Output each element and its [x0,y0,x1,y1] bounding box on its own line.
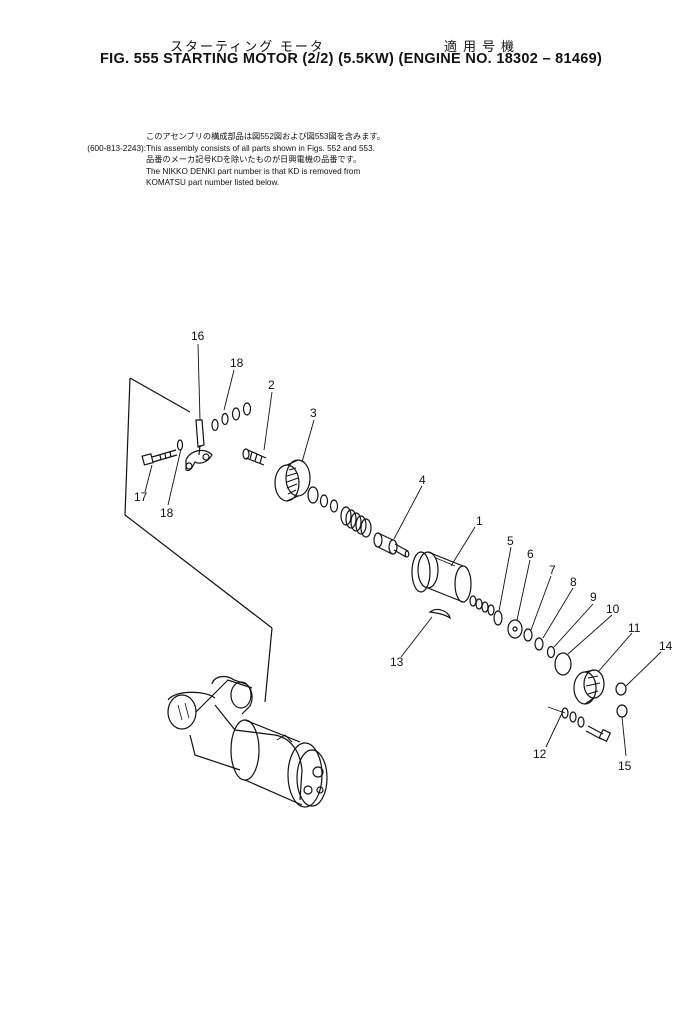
japanese-usage-label: 適用号機 [444,39,521,54]
part-6-plate [507,619,523,639]
callout-13: 13 [390,655,404,669]
spring [340,506,372,538]
note-line-en-2: The NIKKO DENKI part number is that KD i… [146,166,361,176]
callout-18-lower: 18 [160,506,174,520]
callout-14: 14 [659,639,673,653]
callout-3: 3 [310,406,317,420]
part-16-lever [185,419,213,472]
starting-motor-assembly [167,675,328,808]
callout-7: 7 [549,563,556,577]
note-line-jp-2: 品番のメーカ記号KDを除いたものが日興電機の品番です。 [146,155,362,164]
callout-5: 5 [507,534,514,548]
gear-washers [307,486,339,513]
assembly-part-number: (600-813-2243): [87,143,146,153]
part-8-washer [534,637,544,651]
part-10-o-ring [554,652,572,676]
part-4-plunger [373,532,410,558]
note-line-jp-1: このアセンブリの構成部品は図552図および図553図を含みます。 [146,132,385,141]
note-line-en-1: This assembly consists of all parts show… [146,143,375,153]
callout-11: 11 [628,621,641,635]
assembly-notes: このアセンブリの構成部品は図552図および図553図を含みます。 (600-81… [58,131,385,189]
part-7-washer [523,628,533,642]
small-spring [469,595,495,616]
leader-lines [144,343,662,757]
callout-9: 9 [590,590,597,604]
part-18-washers [176,402,252,451]
callout-1: 1 [476,514,483,528]
callout-17: 17 [134,490,148,504]
note-line-en-3: KOMATSU part number listed below. [146,178,280,187]
callout-16: 16 [191,329,205,343]
part-15-cap [616,704,628,718]
part-12-bolt-set [561,707,612,743]
japanese-title: スターティング モータ [170,39,325,54]
assembly-bracket-lines [124,377,273,703]
part-13-snap-ring [428,608,451,620]
callout-15: 15 [618,759,632,773]
part-3-pinion-gear [274,459,311,502]
callout-8: 8 [570,575,577,589]
part-5-bushing [493,610,503,626]
callout-2: 2 [268,378,275,392]
callout-18-upper: 18 [230,356,244,370]
part-9-ring [546,645,556,659]
figure-title: FIG. 555 STARTING MOTOR (2/2) (5.5KW) (E… [100,51,603,67]
part-2-screw [242,448,267,466]
callout-10: 10 [606,602,620,616]
part-17-bolt [141,449,178,466]
callout-6: 6 [527,547,534,561]
part-14-cap [615,682,627,696]
callout-4: 4 [419,473,426,487]
part-1-housing [411,551,472,603]
callout-12: 12 [533,747,547,761]
part-11-end-cover [573,669,605,705]
